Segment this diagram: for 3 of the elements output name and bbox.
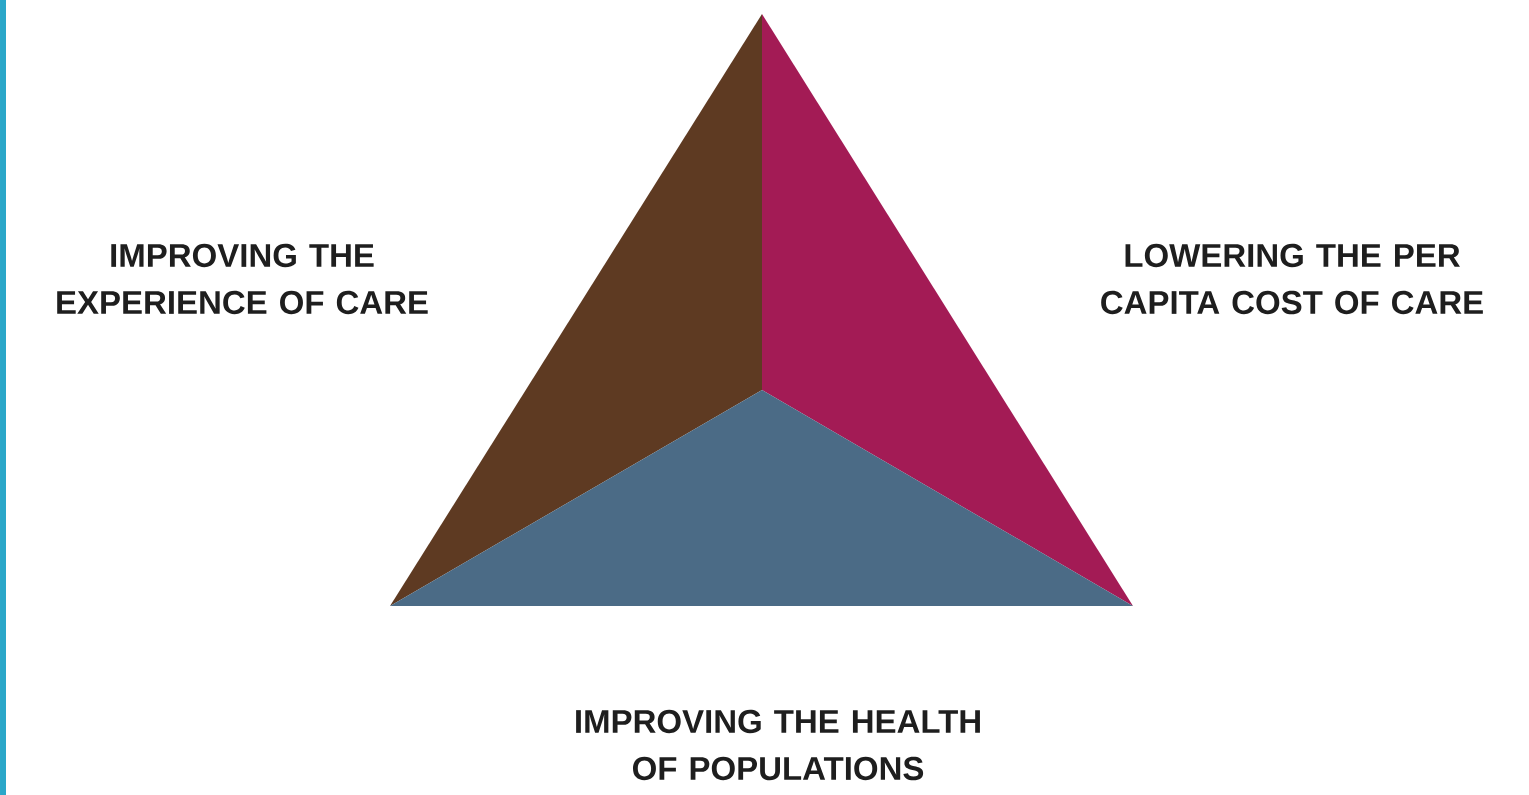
label-text: IMPROVING THE HEALTH OF POPULATIONS: [576, 709, 980, 781]
label-text: LOWERING THE PER CAPITA COST OF CARE: [1101, 243, 1483, 315]
label-text: IMPROVING THE EXPERIENCE OF CARE: [57, 243, 428, 315]
